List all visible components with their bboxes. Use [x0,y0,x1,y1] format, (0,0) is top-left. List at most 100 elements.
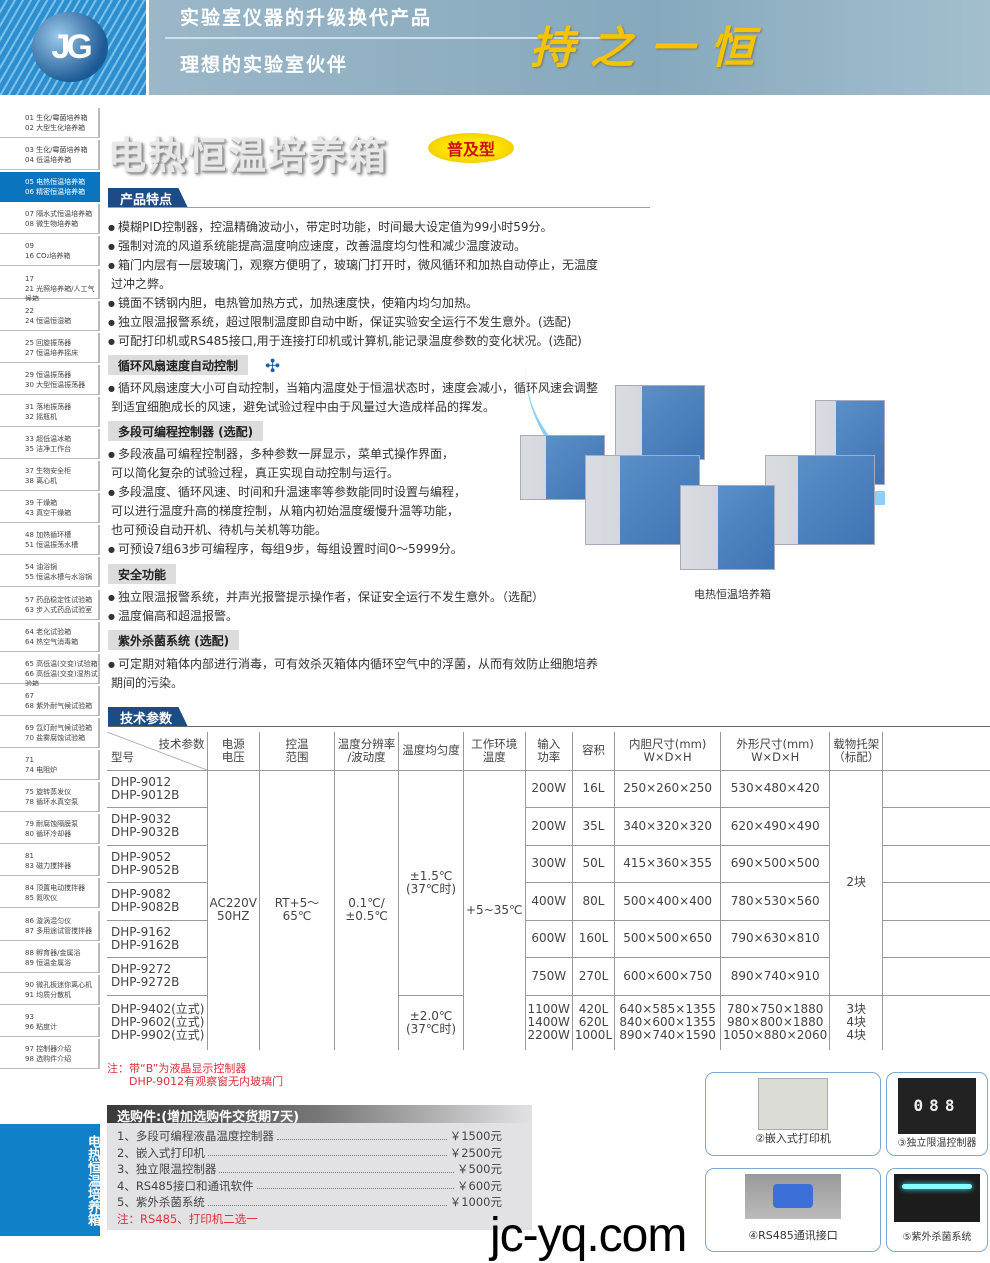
options-note: 注：RS485、打印机二选一 [117,1211,258,1226]
blank-cell [882,807,990,846]
blank-cell [882,957,990,996]
sidebar-item[interactable]: 39 干燥箱 43 真空干燥箱 [0,493,100,524]
sidebar-item[interactable]: 93 96 粘度计 [0,1006,100,1037]
volume-cell: 160L [571,920,615,958]
fan-item: 循环风扇速度大小可自动控制，当箱内温度处于恒温状态时，速度会减小，循环风速会调整 [108,379,653,398]
power-cell: 300W [524,845,573,883]
sidebar-item[interactable]: 31 落地振荡器 32 摇瓶机 [0,396,100,427]
prog-item: 多段液晶可编程控制器，多种参数一屏显示，菜单式操作界面， [108,445,528,464]
option-item: 2、嵌入式打印机￥2500元 [107,1145,532,1162]
sidebar-item[interactable]: 33 超低温冰箱 35 洁净工作台 [0,429,100,459]
outer-size-cell: 790×630×810 [720,920,830,958]
blank-cell [882,770,990,808]
programmable-list: 多段液晶可编程控制器，多种参数一屏显示，菜单式操作界面， 可以简化复杂的试验过程… [108,445,528,559]
outer-size-cell: 530×480×420 [720,770,830,808]
col-inner: 内胆尺寸(mm) W×D×H [614,732,721,771]
voltage-cell: AC220V 50HZ [206,770,260,1050]
banner [149,0,990,95]
sidebar-item[interactable]: 09 16 CO₂培养箱 [0,236,100,267]
sidebar-item[interactable]: 79 耐腐蚀隔膜泵 80 循环冷却器 [0,814,100,845]
option-price: ￥1000元 [449,1195,502,1209]
banner-divider [165,37,635,39]
option-item: 5、紫外杀菌系统￥1000元 [107,1194,532,1211]
prog-item: 多段温度、循环风速、时间和升温速率等参数能同时设置与编程， [108,483,528,502]
sidebar-item[interactable]: 88 孵育器/金属浴 89 恒温金属浴 [0,942,100,973]
volume-cell: 420L 620L 1000L [571,995,615,1050]
product-photo [515,360,885,580]
accessory-label: ⑤紫外杀菌系统 [902,1232,972,1243]
sidebar-item[interactable]: 86 漩涡混匀仪 87 多用途试管搅拌器 [0,910,100,941]
table-header-row: 技术参数型号 电源 电压 控温 范围 温度分辨率 /波动度 温度均匀度 工作环境… [107,732,990,771]
sidebar-item[interactable]: 84 顶置电动搅拌器 85 氮吹仪 [0,878,100,909]
ambient-cell: +5~35℃ [463,770,525,1050]
outer-size-cell: 620×490×490 [720,807,830,846]
option-item: 3、独立限温控制器￥500元 [107,1161,532,1178]
leader-dots [256,1178,455,1189]
uniformity-cell: ±2.0℃ (37℃时) [398,995,464,1050]
blank-cell [882,920,990,958]
power-cell: 200W [524,770,573,808]
uv-item: 可定期对箱体内部进行消毒，可有效杀灭箱体内循环空气中的浮菌，从而有效防止细胞培养 [108,655,656,674]
feature-item-cont: 过冲之弊。 [111,277,172,291]
sidebar-item[interactable]: 65 高低温(交变)试验箱 66 高低温(交变)湿热试验箱 [0,653,100,688]
volume-cell: 35L [571,807,615,846]
sidebar-item[interactable]: 67 68 紫外耐气候试验箱 [0,685,100,716]
inner-size-cell: 415×360×355 [614,845,721,883]
inner-size-cell: 500×400×400 [614,882,721,921]
model-cell: DHP-9162 DHP-9162B [107,920,207,958]
sidebar-item[interactable]: 03 生化/霉菌培养箱 04 低温培养箱 [0,140,100,171]
feature-item: 强制对流的风道系统能提高温度响应速度，改善温度均匀性和减少温度波动。 [108,237,653,256]
col-blank [882,732,990,771]
safety-item: 温度偏高和超温报警。 [108,607,653,626]
product-caption: 电热恒温培养箱 [694,588,771,601]
sidebar-item[interactable]: 37 生物安全柜 38 离心机 [0,461,100,492]
sidebar-item[interactable]: 07 隔水式恒温培养箱 08 微生物培养箱 [0,204,100,235]
col-outer: 外形尺寸(mm) W×D×H [720,732,830,771]
col-ambient: 工作环境 温度 [463,732,525,771]
sidebar-item[interactable]: 22 24 恒温恒湿箱 [0,300,100,331]
blank-cell [882,882,990,921]
sidebar-item[interactable]: 57 药品稳定性试验箱 63 步入式药品试验室 [0,589,100,620]
logo-panel: JG [0,0,146,95]
accessory-label: ④RS485通讯接口 [748,1229,838,1242]
heading-divider [108,726,990,727]
sidebar-item[interactable]: 01 生化/霉菌培养箱 02 大型生化培养箱 [0,108,100,138]
slogan-secondary: 理想的实验室伙伴 [180,54,349,76]
section-tab-label: 电热恒温培养箱 [0,1124,100,1236]
uv-heading: 紫外杀菌系统 (选配) [108,630,240,650]
sidebar-item[interactable]: 71 74 电阻炉 [0,750,100,780]
sidebar-item[interactable]: 90 微孔板迷你离心机 91 均质分散机 [0,974,100,1005]
slogan-primary: 实验室仪器的升级换代产品 [180,7,433,29]
sidebar-item[interactable]: 48 加热循环槽 51 恒温振荡水槽 [0,525,100,556]
model-cell: DHP-9012 DHP-9012B [107,770,207,808]
volume-cell: 50L [571,845,615,883]
sidebar-item[interactable]: 64 老化试验箱 64 热空气消毒箱 [0,621,100,652]
sidebar-item[interactable]: 25 回旋振荡器 27 恒温培养摇床 [0,332,100,363]
limit-controller-display: 088 [898,1078,976,1134]
outer-size-cell: 690×500×500 [720,845,830,883]
uv-lamp-image [894,1174,980,1222]
sidebar-item[interactable]: 17 21 光照培养箱/人工气候箱 [0,268,100,303]
blank-cell [882,995,990,1050]
sidebar-item[interactable]: 05 电热恒温培养箱 06 精密恒温培养箱 [0,172,100,203]
prog-item: 可预设7组63步可编程序，每组9步，每组设置时间0～5999分。 [108,540,528,559]
col-shelves: 载物托架 （标配） [829,732,883,771]
rs485-port-image [745,1174,841,1219]
col-range: 控温 范围 [259,732,335,771]
uv-item-cont: 期间的污染。 [111,676,184,690]
col-resolution: 温度分辨率 /波动度 [334,732,399,771]
specs-heading: 技术参数 [108,707,189,727]
feature-item: 镜面不锈钢内胆，电热管加热方式，加热速度快，使箱内均匀加热。 [108,294,653,313]
sidebar-item[interactable]: 54 油浴锅 55 恒温水槽与水浴锅 [0,557,100,588]
sidebar-item[interactable]: 97 控制器介绍 98 选购件介绍 [0,1038,100,1069]
sidebar-item[interactable]: 29 恒温振荡器 30 大型恒温振荡器 [0,364,100,395]
feature-item: 箱门内层有一层玻璃门，观察方便明了，玻璃门打开时，微风循环和加热自动停止，无温度 [108,256,653,275]
outer-size-cell: 780×530×560 [720,882,830,921]
sidebar-item[interactable]: 69 氙灯耐气候试验箱 70 盐雾腐蚀试验箱 [0,717,100,748]
prog-item-cont: 也可预设自动开机、待机与关机等功能。 [111,523,328,537]
corner-top-label: 技术参数 [158,736,205,751]
option-price: ￥1500元 [449,1129,502,1143]
sidebar-item[interactable]: 81 83 磁力搅拌器 [0,846,100,877]
fan-item-cont: 到适宜细胞成长的风速，避免试验过程中由于风量过大造成样品的挥发。 [111,400,496,414]
sidebar-item[interactable]: 75 旋转蒸发仪 78 循环水真空泵 [0,782,100,813]
